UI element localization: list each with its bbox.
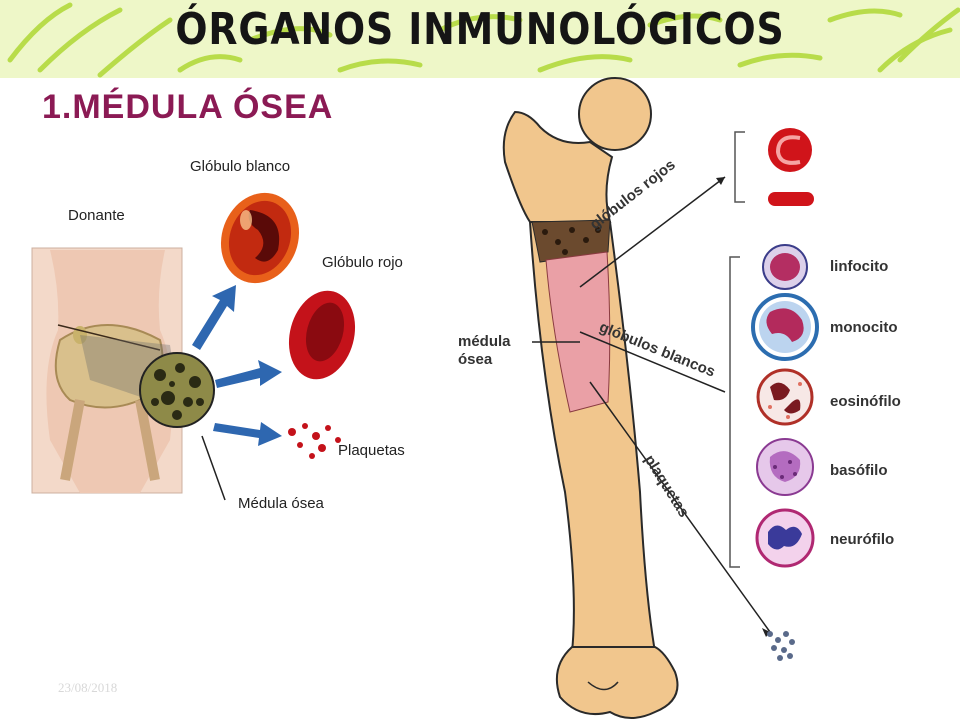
- eosinophil-icon: [756, 368, 814, 426]
- neutrophil-icon: [755, 508, 815, 568]
- donor-marrow-illustration: [31, 192, 356, 501]
- cell-label-neutrophil: neurófilo: [830, 531, 895, 548]
- cell-label-eosinophil: eosinófilo: [830, 393, 901, 410]
- cell-label-basophil: basófilo: [830, 462, 888, 479]
- cell-brackets: [729, 131, 745, 568]
- bone-marrow-label-2: ósea: [458, 351, 493, 368]
- pointer-arrowheads: [716, 177, 770, 637]
- slide-title: ÓRGANOS INMUNOLÓGICOS: [175, 4, 785, 55]
- platelets-label: Plaquetas: [338, 442, 405, 459]
- red-cell-icons: [768, 128, 814, 206]
- white-blood-cell: [220, 192, 300, 284]
- white-cell-label: Glóbulo blanco: [190, 158, 291, 175]
- banner-decoration: [7, 2, 960, 78]
- title-banner: ÓRGANOS INMUNOLÓGICOS: [0, 0, 960, 78]
- diagram-pointers: [532, 176, 771, 633]
- bone-diagram: [502, 77, 819, 719]
- production-arrows: [192, 285, 282, 446]
- monocyte-icon: [751, 293, 819, 361]
- femur-bone: [502, 77, 679, 719]
- basophil-icon: [756, 438, 814, 496]
- cell-label-lymphocyte: linfocito: [830, 258, 889, 275]
- donor-label: Donante: [68, 207, 125, 224]
- lymphocyte-icon: [762, 244, 808, 290]
- donor-body: [31, 247, 183, 494]
- cell-label-monocyte: monocito: [830, 319, 898, 336]
- platelet-dots: [767, 631, 795, 661]
- marrow-label: Médula ósea: [238, 495, 324, 512]
- slide-subtitle: 1.MÉDULA ÓSEA: [42, 88, 334, 126]
- red-blood-cell: [288, 290, 356, 380]
- marrow-pointer: [201, 435, 226, 501]
- red-cell-label: Glóbulo rojo: [322, 254, 403, 271]
- slide-date: 23/08/2018: [58, 680, 118, 695]
- marrow-sample: [139, 352, 215, 428]
- platelets-cluster: [288, 423, 341, 459]
- bone-marrow-label-1: médula: [458, 333, 511, 350]
